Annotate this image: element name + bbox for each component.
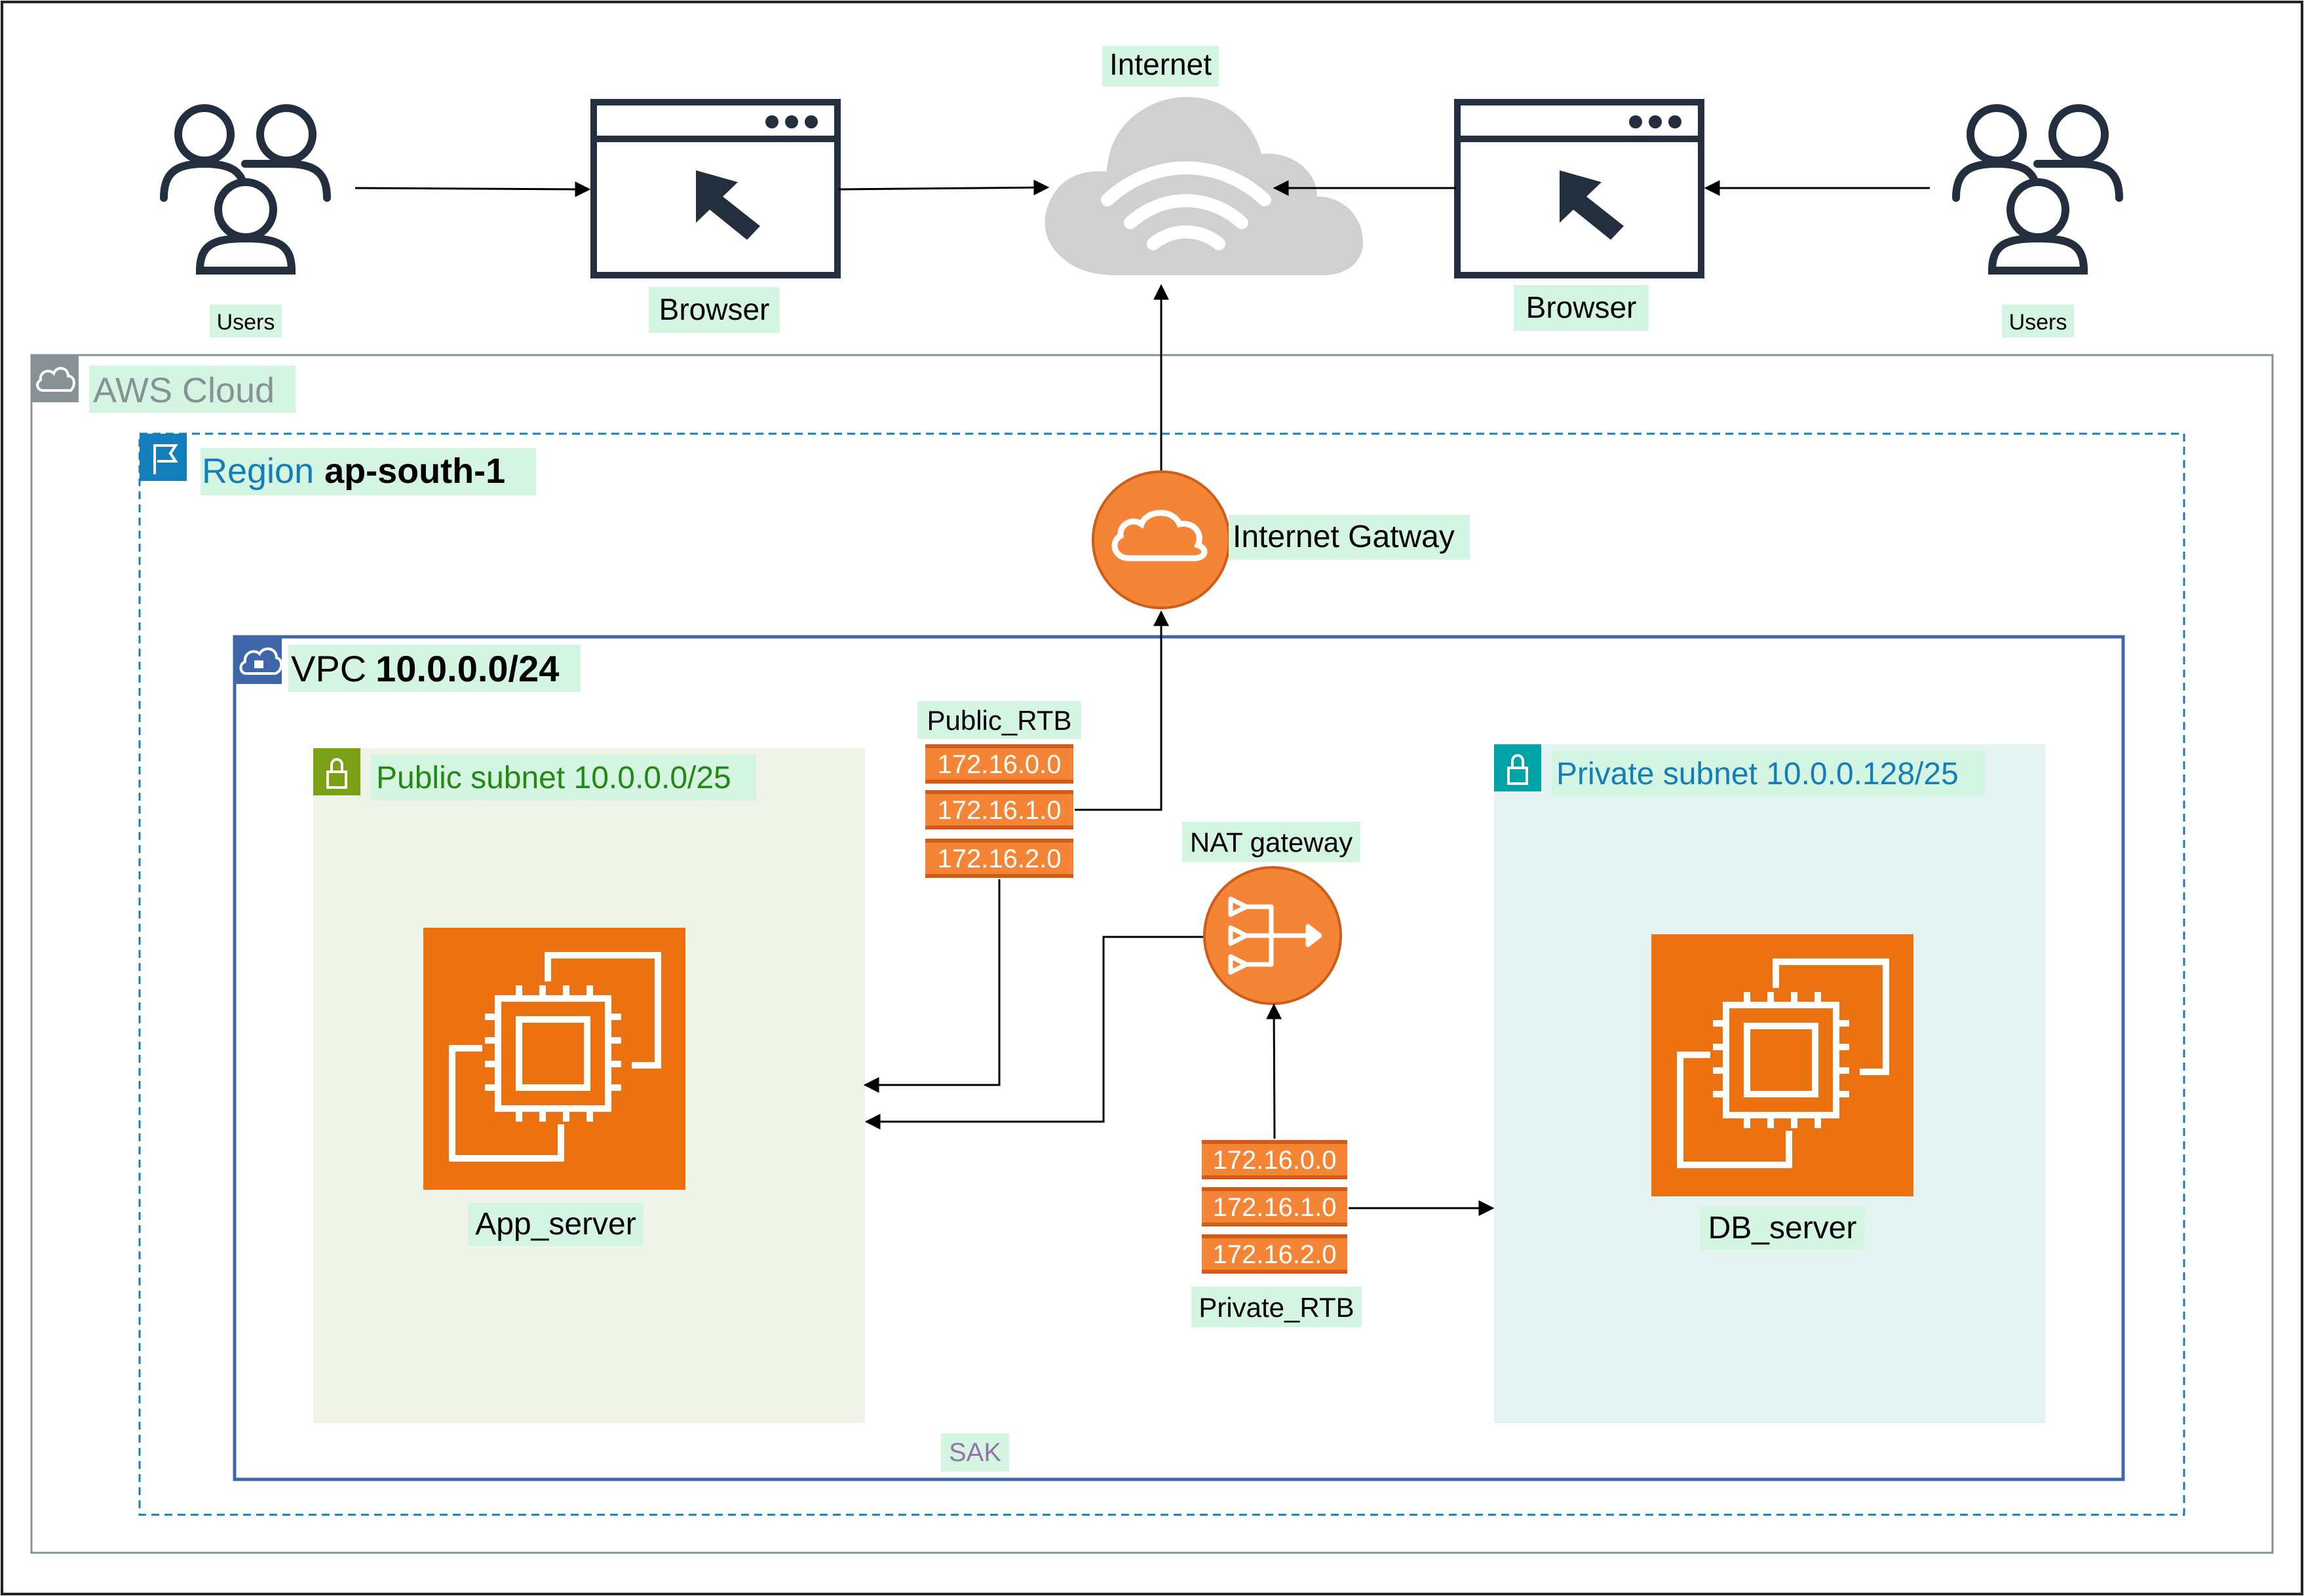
- edge-users-left-to-browser: [355, 181, 591, 197]
- internet-label-bg: [1102, 46, 1219, 86]
- public-rtb-routes: 172.16.0.0 172.16.1.0 172.16.2.0: [925, 744, 1073, 878]
- igw-label: Internet Gatway: [1233, 520, 1455, 554]
- private-subnet-lock-icon: [1494, 744, 1541, 791]
- cursor-icon-right: [1560, 170, 1624, 240]
- vpc-prefix: VPC: [291, 648, 366, 689]
- public-rtb-route-2: 172.16.2.0: [937, 845, 1061, 873]
- private-rtb-route-2: 172.16.2.0: [1212, 1240, 1336, 1269]
- nat-label: NAT gateway: [1190, 827, 1353, 858]
- internet-cloud-icon: [1045, 97, 1363, 275]
- browser-right-label-bg: [1514, 285, 1649, 331]
- vpc-label-bg: [288, 645, 581, 692]
- public-rtb-route-row: [925, 839, 1073, 878]
- public-subnet-lock-icon: [313, 748, 360, 795]
- public-rtb-label-bg: [917, 701, 1081, 739]
- db-server-ec2-icon: [1651, 934, 1913, 1196]
- aws-cloud-label: AWS Cloud: [93, 371, 275, 410]
- users-left-label: Users: [217, 310, 275, 335]
- users-right-label: Users: [2009, 310, 2067, 335]
- private-rtb-routes: 172.16.0.0 172.16.1.0 172.16.2.0: [1202, 1140, 1347, 1274]
- browser-icon-right: [1454, 99, 1704, 278]
- private-rtb-route-row: [1202, 1140, 1347, 1179]
- edge-private-rtb-to-nat: [1266, 1003, 1282, 1139]
- users-right-label-bg: [2002, 305, 2074, 337]
- vpc-group: [233, 635, 2125, 1481]
- edge-nat-to-app-server: [864, 936, 1203, 1130]
- vpc-cidr: 10.0.0.0/24: [375, 648, 559, 689]
- edge-public-rtb-to-app-server: [863, 879, 1001, 1093]
- browser-left-label: Browser: [659, 292, 770, 326]
- private-rtb-route-row: [1202, 1234, 1347, 1274]
- private-subnet-label-bg: [1552, 751, 1986, 797]
- aws-cloud-icon: [31, 355, 79, 402]
- public-rtb-label: Public_RTB: [927, 705, 1072, 736]
- users-left-label-bg: [210, 305, 282, 337]
- signature-label: SAK: [949, 1438, 1001, 1467]
- nat-gateway-icon: [1203, 866, 1342, 1005]
- public-rtb-route-row: [925, 744, 1073, 784]
- nat-label-bg: [1182, 822, 1360, 862]
- private-rtb-route-1: 172.16.1.0: [1212, 1193, 1336, 1222]
- private-rtb-route-0: 172.16.0.0: [1212, 1146, 1336, 1175]
- private-subnet-label: Private subnet 10.0.0.128/25: [1556, 757, 1959, 791]
- internet-gateway-icon: [1092, 470, 1231, 609]
- browser-left-label-bg: [649, 287, 780, 333]
- app-server-label: App_server: [475, 1207, 636, 1242]
- internet-label: Internet: [1109, 47, 1212, 81]
- public-rtb-route-0: 172.16.0.0: [937, 750, 1061, 779]
- vpc-icon: [235, 637, 283, 684]
- db-server-label-bg: [1700, 1207, 1865, 1250]
- app-server-ec2-icon: [423, 928, 685, 1190]
- public-subnet-label-bg: [371, 755, 756, 801]
- users-icon-left: [160, 104, 331, 275]
- aws-cloud-label-bg: [89, 366, 296, 413]
- public-subnet-label: Public subnet 10.0.0.0/25: [376, 761, 731, 795]
- edge-browser-left-to-internet: [838, 180, 1050, 196]
- region-prefix: Region: [202, 451, 314, 491]
- cursor-icon-left: [696, 170, 760, 240]
- private-rtb-route-row: [1202, 1187, 1347, 1226]
- igw-label-bg: [1229, 515, 1470, 560]
- private-rtb-label-bg: [1191, 1287, 1362, 1327]
- public-rtb-route-1: 172.16.1.0: [937, 796, 1061, 825]
- users-icon-right: [1952, 104, 2123, 275]
- private-rtb-label: Private_RTB: [1199, 1292, 1354, 1323]
- app-server-label-bg: [468, 1203, 643, 1246]
- public-rtb-route-row: [925, 790, 1073, 829]
- region-flag-icon: [140, 434, 187, 481]
- aws-cloud-group: [30, 354, 2274, 1554]
- browser-icon-left: [590, 99, 841, 278]
- signature-bg: [941, 1434, 1009, 1472]
- region-name: ap-south-1: [324, 451, 505, 491]
- db-server-label: DB_server: [1708, 1211, 1857, 1245]
- browser-right-label: Browser: [1526, 290, 1637, 324]
- edge-public-rtb-to-igw: [1075, 610, 1169, 811]
- region-label-bg: [201, 448, 536, 495]
